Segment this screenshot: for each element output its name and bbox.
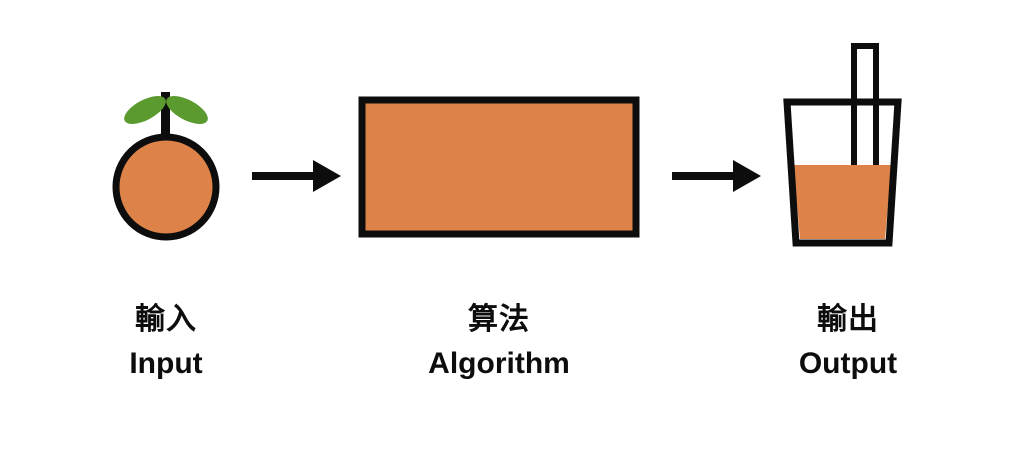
arrow-1-shaft [252,172,316,180]
arrow-2-head [733,160,761,192]
orange-leaf-right [166,96,208,124]
stage-label-algorithm-en: Algorithm [428,347,570,380]
stage-label-algorithm: 算法 Algorithm [369,305,629,379]
arrow-2-shaft [672,172,736,180]
orange-body [112,133,220,241]
algorithm-box-icon [358,96,640,238]
orange-fruit-icon [112,92,220,241]
stage-label-input-en: Input [129,347,203,380]
stage-label-input: 輸入 Input [66,305,266,379]
stage-label-algorithm-cn: 算法 [468,303,530,336]
orange-stem [161,92,170,140]
stage-label-output: 輸出 Output [748,305,948,379]
arrow-right-icon [252,160,341,192]
juice-fill [793,165,892,239]
orange-leaf-left [124,96,166,124]
stage-label-output-cn: 輸出 [817,303,879,336]
juice-glass-icon [783,43,902,247]
glass-outline [783,98,902,247]
straw [851,43,879,165]
arrow-1-head [313,160,341,192]
arrow-right-icon [672,160,761,192]
algorithm-box-shape [358,96,640,238]
stage-label-input-cn: 輸入 [135,303,197,336]
stage-label-output-en: Output [798,347,898,380]
